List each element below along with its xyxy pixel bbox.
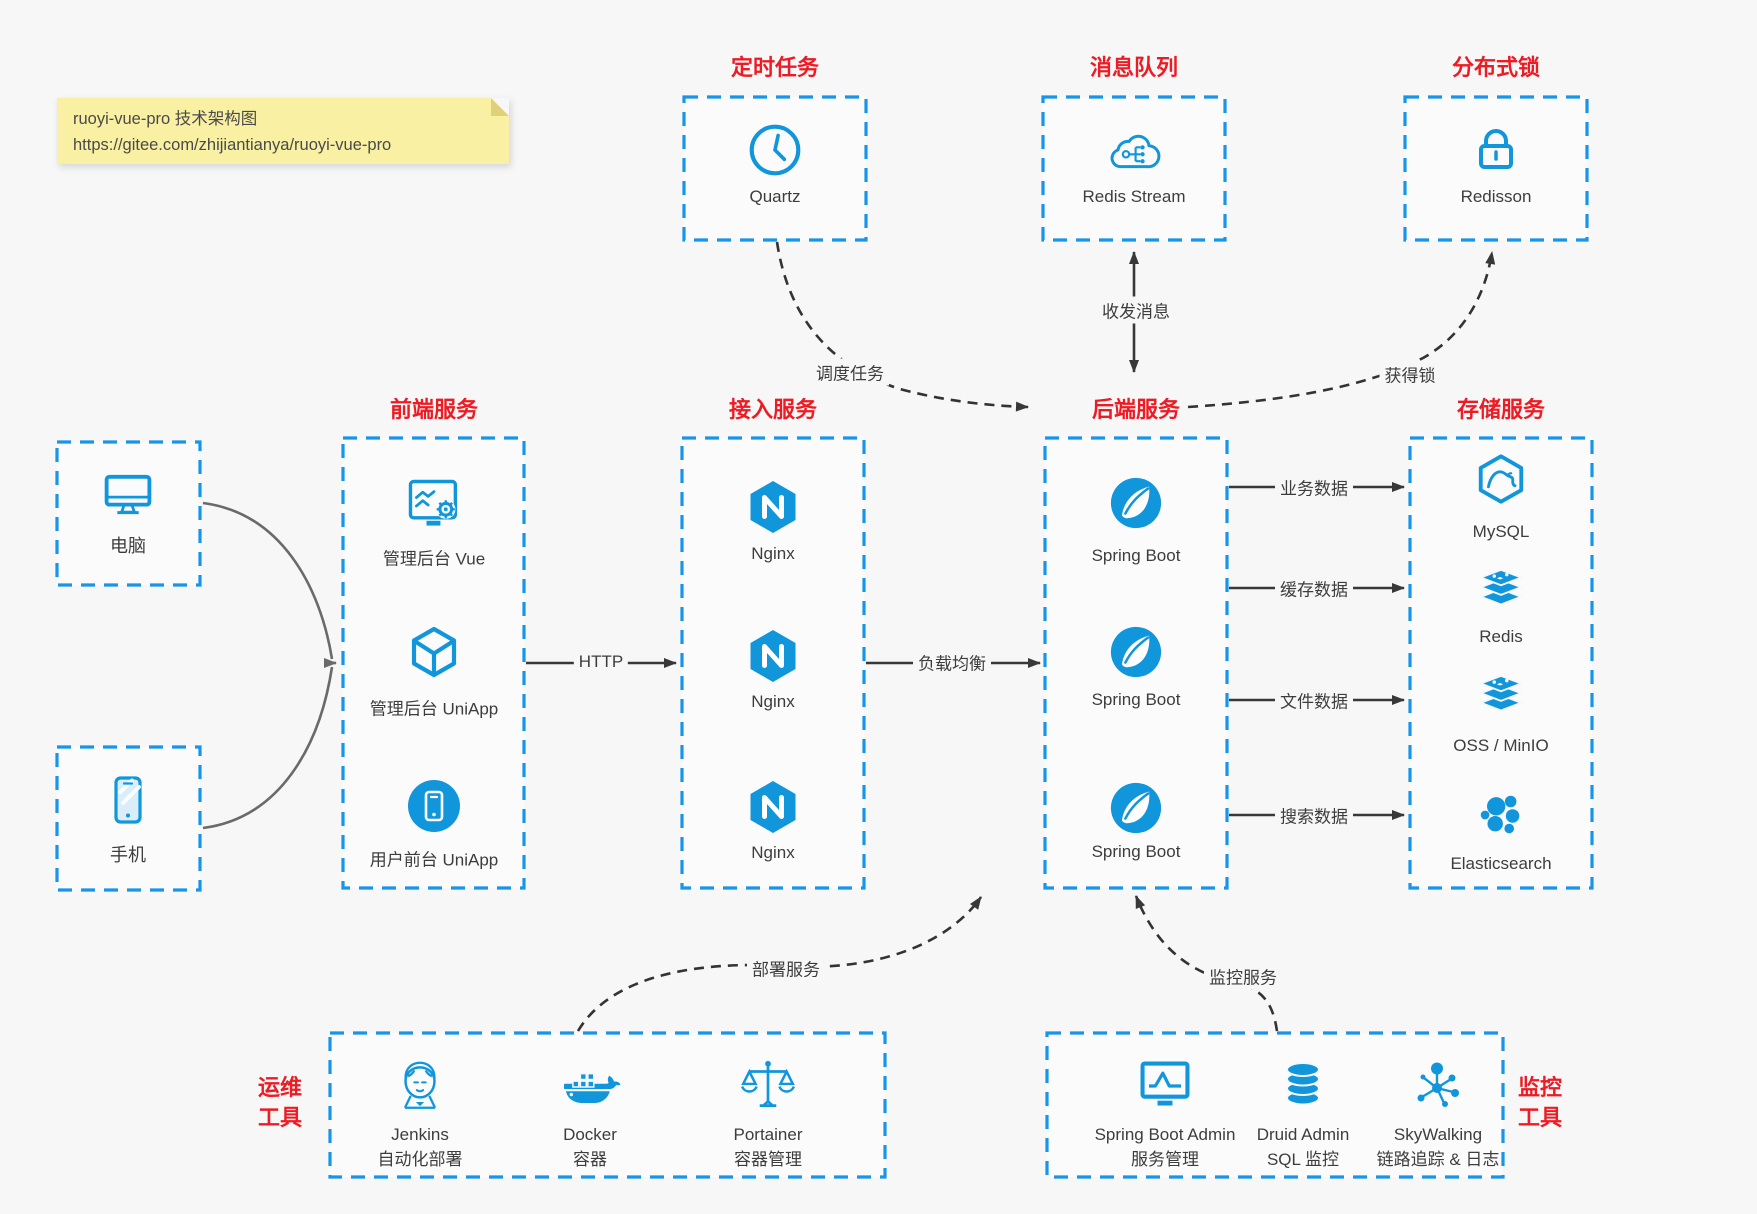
admin-vue-icon — [403, 474, 465, 536]
portainer-icon — [738, 1056, 798, 1116]
pc-client-label: 电脑 — [110, 536, 146, 556]
redis-stack-icon — [1473, 564, 1529, 620]
elasticsearch-icon — [1473, 787, 1529, 843]
lock-icon — [1467, 121, 1525, 179]
druid-icon — [1274, 1057, 1332, 1115]
nginx-icon — [744, 478, 802, 536]
title-distributed-lock: 分布式锁 — [1451, 55, 1540, 80]
oss-minio-label: OSS / MinIO — [1453, 736, 1549, 755]
title-frontend-services: 前端服务 — [389, 397, 478, 422]
uniapp-cube-icon — [405, 624, 463, 682]
cache-data-label: 缓存数据 — [1275, 574, 1353, 602]
note-url: https://gitee.com/zhijiantianya/ruoyi-vu… — [73, 136, 392, 154]
title-monitor-tools: 监控 工具 — [1517, 1075, 1562, 1130]
title-storage-services: 存储服务 — [1456, 397, 1545, 422]
mobile-client-label: 手机 — [110, 845, 146, 865]
spring-boot-icon — [1108, 475, 1164, 531]
nginx-label: Nginx — [751, 692, 795, 711]
pc-to-frontend-connector — [202, 501, 334, 660]
quartz-label: Quartz — [749, 187, 801, 206]
jenkins-icon — [390, 1056, 450, 1116]
note-fold-corner — [491, 98, 509, 116]
schedule-task-label: 调度任务 — [811, 358, 889, 386]
spring-boot-admin-icon — [1134, 1055, 1196, 1117]
redisson-label: Redisson — [1460, 187, 1532, 206]
title-ops-tools: 运维 工具 — [257, 1075, 302, 1130]
druid-admin-label: Druid Admin SQL 监控 — [1256, 1125, 1350, 1169]
spring-boot-label: Spring Boot — [1091, 690, 1181, 709]
title-gateway-services: 接入服务 — [728, 397, 817, 422]
nginx-icon — [744, 627, 802, 685]
skywalking-icon — [1409, 1057, 1467, 1115]
spring-boot-label: Spring Boot — [1091, 546, 1181, 565]
spring-boot-icon — [1108, 624, 1164, 680]
mobile-icon — [99, 771, 157, 829]
clock-icon — [745, 120, 805, 180]
admin-vue-label: 管理后台 Vue — [382, 549, 486, 569]
spring-boot-admin-label: Spring Boot Admin 服务管理 — [1094, 1125, 1236, 1169]
nginx-icon — [744, 778, 802, 836]
desktop-icon — [97, 464, 159, 526]
acquire-lock-label: 获得锁 — [1379, 360, 1441, 388]
portainer-label: Portainer 容器管理 — [733, 1125, 803, 1169]
redis-stream-label: Redis Stream — [1082, 187, 1186, 206]
mobile-to-frontend-connector — [202, 666, 334, 830]
admin-uniapp-label: 管理后台 UniApp — [369, 699, 499, 719]
spring-boot-icon — [1108, 780, 1164, 836]
load-balance-label: 负载均衡 — [913, 648, 991, 676]
docker-icon — [559, 1056, 621, 1118]
business-data-label: 业务数据 — [1275, 473, 1353, 501]
mysql-label: MySQL — [1472, 522, 1530, 541]
title-scheduled-tasks: 定时任务 — [730, 55, 819, 80]
search-data-label: 搜索数据 — [1275, 801, 1353, 829]
http-label: HTTP — [573, 651, 629, 673]
deploy-service-label: 部署服务 — [747, 954, 825, 982]
spring-boot-label: Spring Boot — [1091, 842, 1181, 861]
mysql-icon — [1473, 452, 1529, 508]
docker-label: Docker 容器 — [563, 1125, 617, 1169]
acquire-lock-arrow — [1187, 251, 1496, 409]
nginx-label: Nginx — [751, 843, 795, 862]
elasticsearch-label: Elasticsearch — [1450, 854, 1552, 873]
jenkins-label: Jenkins 自动化部署 — [377, 1125, 463, 1169]
monitor-service-label: 监控服务 — [1204, 962, 1282, 990]
user-app-icon — [405, 777, 463, 835]
skywalking-label: SkyWalking 链路追踪 & 日志 — [1376, 1125, 1500, 1169]
title-backend-services: 后端服务 — [1091, 397, 1180, 422]
mq-cloud-icon — [1103, 119, 1165, 181]
message-label: 收发消息 — [1097, 296, 1175, 324]
user-uniapp-label: 用户前台 UniApp — [369, 850, 499, 870]
redis-label: Redis — [1479, 627, 1523, 646]
note-title: ruoyi-vue-pro 技术架构图 — [73, 110, 258, 128]
nginx-label: Nginx — [751, 544, 795, 563]
oss-stack-icon — [1473, 670, 1529, 726]
file-data-label: 文件数据 — [1275, 686, 1353, 714]
sticky-note: ruoyi-vue-pro 技术架构图 https://gitee.com/zh… — [57, 98, 509, 164]
title-message-queue: 消息队列 — [1089, 55, 1178, 80]
